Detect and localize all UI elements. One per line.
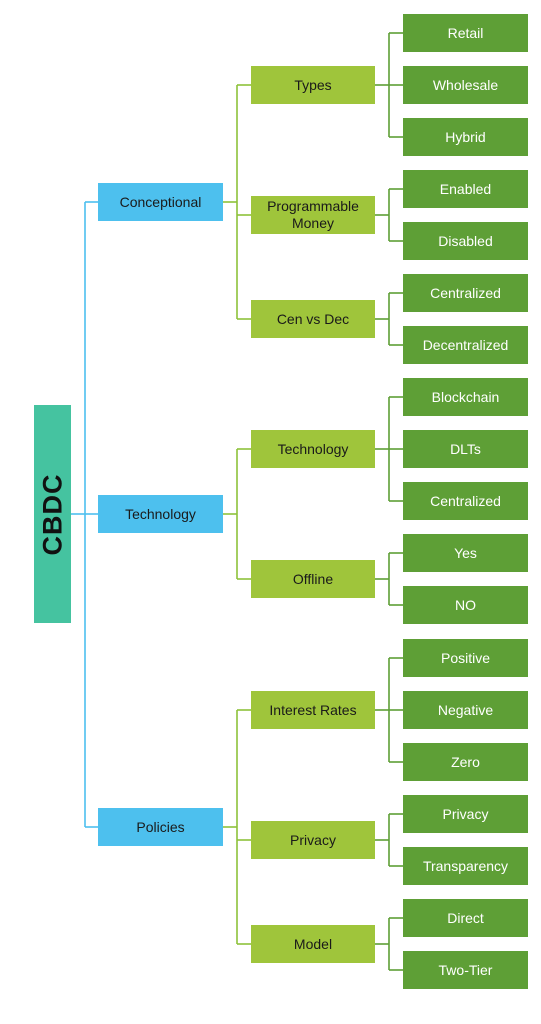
leaf-decentralized: Decentralized [403, 326, 528, 364]
level2-connectors [375, 32, 403, 971]
leaf-no: NO [403, 586, 528, 624]
node-cen-vs-dec: Cen vs Dec [251, 300, 375, 338]
leaf-two-tier: Two-Tier [403, 951, 528, 989]
leaf-yes: Yes [403, 534, 528, 572]
leaf-centralized-tech: Centralized [403, 482, 528, 520]
node-model: Model [251, 925, 375, 963]
root-connectors [70, 201, 98, 828]
leaf-direct: Direct [403, 899, 528, 937]
node-technology-category: Technology [98, 495, 223, 533]
node-programmable-money: Programmable Money [251, 196, 375, 234]
leaf-privacy: Privacy [403, 795, 528, 833]
leaf-transparency: Transparency [403, 847, 528, 885]
node-policies: Policies [98, 808, 223, 846]
leaf-zero: Zero [403, 743, 528, 781]
node-types: Types [251, 66, 375, 104]
leaf-disabled: Disabled [403, 222, 528, 260]
level1-connectors [223, 84, 251, 945]
leaf-retail: Retail [403, 14, 528, 52]
leaf-centralized: Centralized [403, 274, 528, 312]
node-privacy-category: Privacy [251, 821, 375, 859]
leaf-enabled: Enabled [403, 170, 528, 208]
leaf-blockchain: Blockchain [403, 378, 528, 416]
leaf-wholesale: Wholesale [403, 66, 528, 104]
node-offline: Offline [251, 560, 375, 598]
leaf-negative: Negative [403, 691, 528, 729]
root-label: CBDC [37, 473, 67, 555]
leaf-hybrid: Hybrid [403, 118, 528, 156]
node-interest-rates: Interest Rates [251, 691, 375, 729]
node-technology: Technology [251, 430, 375, 468]
leaf-positive: Positive [403, 639, 528, 677]
leaf-dlts: DLTs [403, 430, 528, 468]
root-node-cbdc: CBDC [34, 405, 71, 623]
node-conceptional: Conceptional [98, 183, 223, 221]
